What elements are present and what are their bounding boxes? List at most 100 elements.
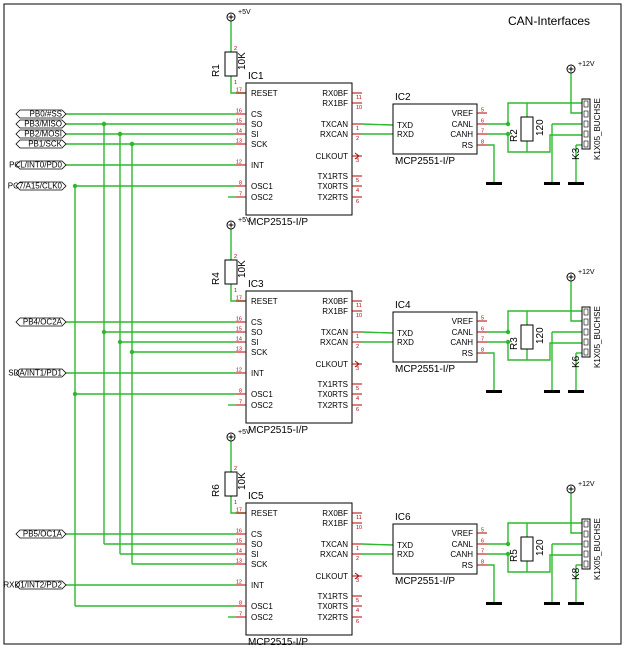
v5-supply-1-label: +5V — [238, 217, 251, 224]
canh-wire — [487, 133, 527, 153]
ground-symbol — [544, 390, 560, 393]
pin-name: OSC1 — [251, 390, 273, 399]
pin-number: 5 — [481, 108, 484, 114]
pin-number: 2 — [356, 136, 359, 142]
pin-number: 1 — [234, 288, 237, 294]
mosi-label: PB2/MOSI — [24, 130, 62, 139]
pin-name: RESET — [251, 297, 278, 306]
pin-name: CANH — [450, 338, 473, 347]
connector-pin — [583, 318, 589, 326]
pin-name: SCK — [251, 560, 268, 569]
pin-name: INT — [251, 161, 264, 170]
pin-name: RXCAN — [320, 338, 348, 347]
cs-label-2: PB5/OC1A — [23, 530, 63, 539]
pin-name: RS — [462, 349, 473, 358]
pin-number: 5 — [356, 178, 359, 184]
pin-number: 15 — [236, 119, 242, 125]
pin-name: VREF — [452, 317, 473, 326]
pin-name: RS — [462, 561, 473, 570]
pin-number: 2 — [356, 344, 359, 350]
transceiver-2 — [392, 523, 478, 575]
pin-name: SCK — [251, 140, 268, 149]
pin-number: 7 — [239, 400, 242, 406]
pin-number: 3 — [356, 578, 359, 584]
resistor-ref-2: R6 — [211, 484, 222, 497]
transceiver-1 — [392, 311, 478, 363]
clk-label: PC7/A15/CLK0 — [8, 182, 63, 191]
pin-number: 6 — [356, 199, 359, 205]
resistor-value-0: 10K — [237, 52, 248, 70]
pin-name: SO — [251, 120, 263, 129]
net-wires — [66, 21, 582, 618]
pin-number: 16 — [236, 317, 242, 323]
connector-pin — [583, 540, 589, 548]
junction-dot — [505, 551, 511, 557]
pin-number: 14 — [236, 129, 242, 135]
controller-part-0: MCP2515-I/P — [248, 217, 308, 228]
junction-dot — [505, 329, 511, 335]
pin-number: 10 — [356, 105, 362, 111]
pin-number: 13 — [236, 139, 242, 145]
term-resistor-0 — [520, 116, 534, 142]
pin-name: TX1RTS — [317, 380, 348, 389]
v5-supply-1-symbol — [226, 220, 236, 230]
resistor-value-2: 10K — [237, 472, 248, 490]
pin-number: 14 — [236, 337, 242, 343]
pin-number: 7 — [239, 192, 242, 198]
pin-name: TXD — [397, 329, 413, 338]
pin-number: 8 — [239, 389, 242, 395]
controller-ref-1: IC3 — [248, 279, 264, 290]
controller-2 — [245, 502, 353, 636]
connector-pin — [583, 328, 589, 336]
term-resistor-ref-1: R3 — [509, 337, 520, 350]
pin-name: TX2RTS — [317, 613, 348, 622]
pin-name: SI — [251, 338, 259, 347]
v12-wire — [570, 281, 582, 322]
term-resistor-2 — [520, 536, 534, 562]
sck-label-flag — [15, 139, 67, 149]
pin-name: RX0BF — [322, 509, 348, 518]
connector-ref-1: K6 — [571, 355, 582, 368]
pin-number: 1 — [234, 80, 237, 86]
connector-ref-0: K3 — [571, 147, 582, 160]
ground-symbol — [486, 602, 502, 605]
connector-part-1: K1X05_BUCHSE — [593, 306, 602, 368]
connector-pin — [583, 520, 589, 528]
connector-pin — [583, 120, 589, 128]
term-resistor-ref-0: R2 — [509, 129, 520, 142]
connector-pin — [583, 338, 589, 346]
controller-ref-0: IC1 — [248, 71, 264, 82]
connector-pin — [583, 130, 589, 138]
v12-supply-1-symbol — [566, 272, 576, 282]
pin-name: OSC1 — [251, 182, 273, 191]
pin-name: SO — [251, 540, 263, 549]
canl-wire — [487, 102, 527, 125]
pin-name: RS — [462, 141, 473, 150]
v12-supply-0-label: +12V — [578, 61, 595, 68]
txcan-wire — [361, 123, 394, 126]
canh-bus — [527, 342, 582, 361]
pin-number: 8 — [481, 140, 484, 146]
controller-0 — [245, 82, 353, 216]
pin-number: 8 — [481, 560, 484, 566]
cs-label-0-flag — [15, 109, 67, 119]
pin-name: OSC1 — [251, 602, 273, 611]
txcan-wire — [361, 543, 394, 546]
pin-number: 8 — [239, 181, 242, 187]
canh-wire — [487, 553, 527, 573]
transceiver-ref-1: IC4 — [395, 300, 411, 311]
pin-number: 4 — [356, 608, 359, 614]
resistor-ref-0: R1 — [211, 64, 222, 77]
transceiver-part-0: MCP2551-I/P — [395, 156, 455, 167]
pin-number: 2 — [234, 46, 237, 52]
pin-name: CANL — [452, 540, 474, 549]
connector-part-2: K1X05_BUCHSE — [593, 518, 602, 580]
pin-number: 16 — [236, 529, 242, 535]
rs-wire — [487, 564, 495, 602]
pin-number: 6 — [356, 619, 359, 625]
pin-number: 11 — [356, 303, 362, 309]
int-label-1-flag — [15, 368, 67, 378]
term-resistor-value-0: 120 — [535, 119, 546, 136]
pin-name: VREF — [452, 529, 473, 538]
pin-number: 7 — [481, 549, 484, 555]
